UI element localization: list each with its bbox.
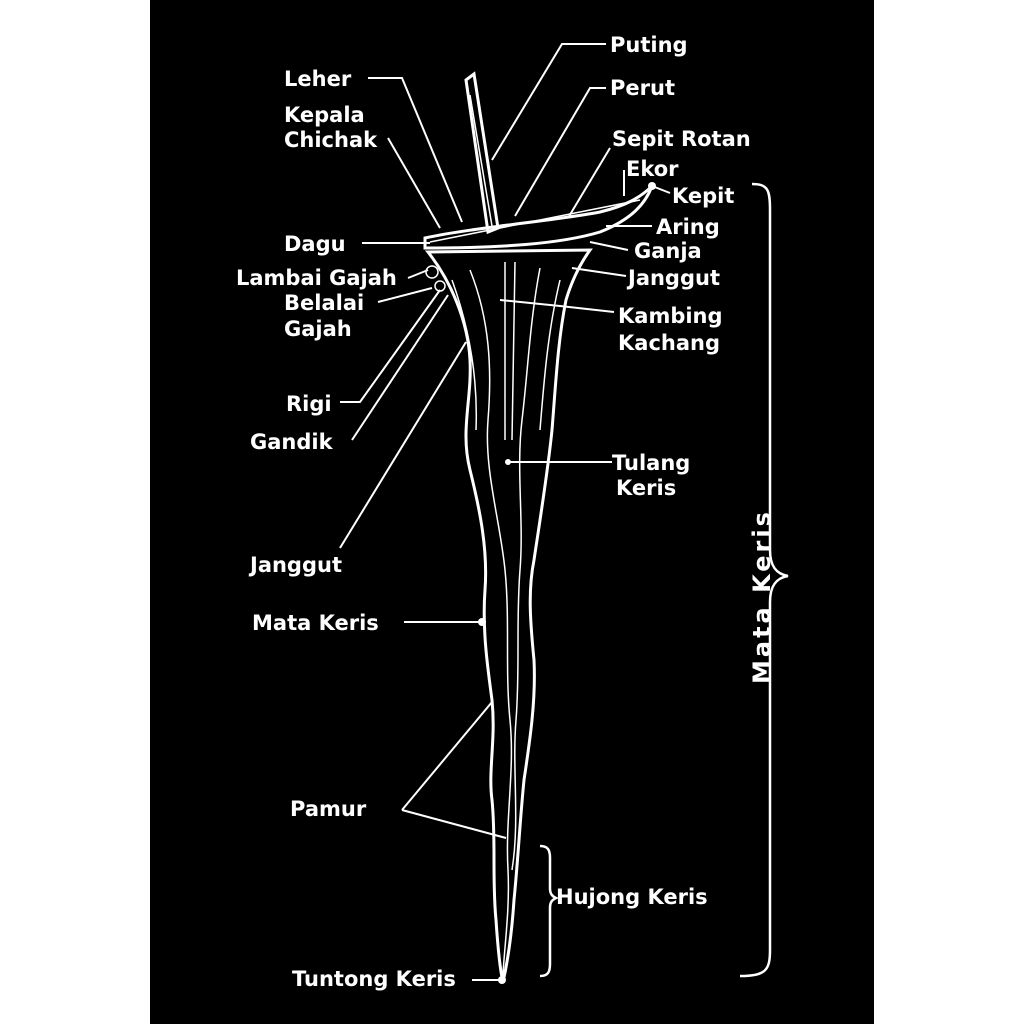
hujong-keris-brace bbox=[540, 846, 556, 976]
label-hujong-keris: Hujong Keris bbox=[556, 885, 708, 909]
labels: Puting Leher Perut Kepala Chichak Sepit … bbox=[236, 33, 776, 991]
label-aring: Aring bbox=[656, 215, 720, 239]
label-janggut-right: Janggut bbox=[626, 266, 720, 290]
label-leher: Leher bbox=[284, 67, 352, 91]
label-tulang-keris-2: Keris bbox=[616, 476, 676, 500]
label-ganja: Ganja bbox=[634, 239, 702, 263]
label-janggut-left: Janggut bbox=[248, 553, 342, 577]
leader-pamur-2 bbox=[402, 810, 506, 838]
blade-outline bbox=[428, 250, 590, 982]
leader-janggut-left bbox=[340, 342, 466, 548]
leader-ganja bbox=[590, 242, 628, 250]
label-dagu: Dagu bbox=[284, 232, 346, 256]
leader-perut bbox=[515, 88, 606, 216]
label-mata-keris-vertical: Mata Keris bbox=[748, 509, 776, 684]
label-puting: Puting bbox=[610, 33, 688, 57]
leader-puting bbox=[492, 44, 606, 160]
leader-gandik bbox=[352, 295, 448, 440]
label-tulang-keris-1: Tulang bbox=[612, 451, 690, 475]
leader-kambing bbox=[500, 300, 614, 312]
label-belalai-gajah-1: Belalai bbox=[284, 291, 364, 315]
label-kepala-chichak-2: Chichak bbox=[284, 128, 378, 152]
label-kepit: Kepit bbox=[672, 184, 734, 208]
label-kambing-kachang-1: Kambing bbox=[618, 304, 723, 328]
leader-pamur-1 bbox=[402, 702, 492, 810]
leader-belalai bbox=[378, 288, 432, 302]
label-lambai-gajah: Lambai Gajah bbox=[236, 266, 397, 290]
leader-lines bbox=[340, 44, 670, 984]
label-gandik: Gandik bbox=[250, 430, 334, 454]
leader-leher bbox=[368, 78, 462, 222]
label-sepit-rotan: Sepit Rotan bbox=[612, 127, 751, 151]
label-kepala-chichak-1: Kepala bbox=[284, 103, 365, 127]
label-mata-keris: Mata Keris bbox=[252, 611, 379, 635]
leader-lambai-gajah bbox=[408, 270, 428, 278]
keris-illustration bbox=[425, 74, 652, 982]
label-belalai-gajah-2: Gajah bbox=[284, 317, 352, 341]
label-kambing-kachang-2: Kachang bbox=[618, 331, 720, 355]
label-tuntong-keris: Tuntong Keris bbox=[292, 967, 456, 991]
leader-janggut-right bbox=[572, 268, 626, 276]
label-pamur: Pamur bbox=[290, 797, 367, 821]
label-rigi: Rigi bbox=[286, 392, 332, 416]
label-ekor: Ekor bbox=[626, 157, 679, 181]
label-perut: Perut bbox=[610, 76, 675, 100]
